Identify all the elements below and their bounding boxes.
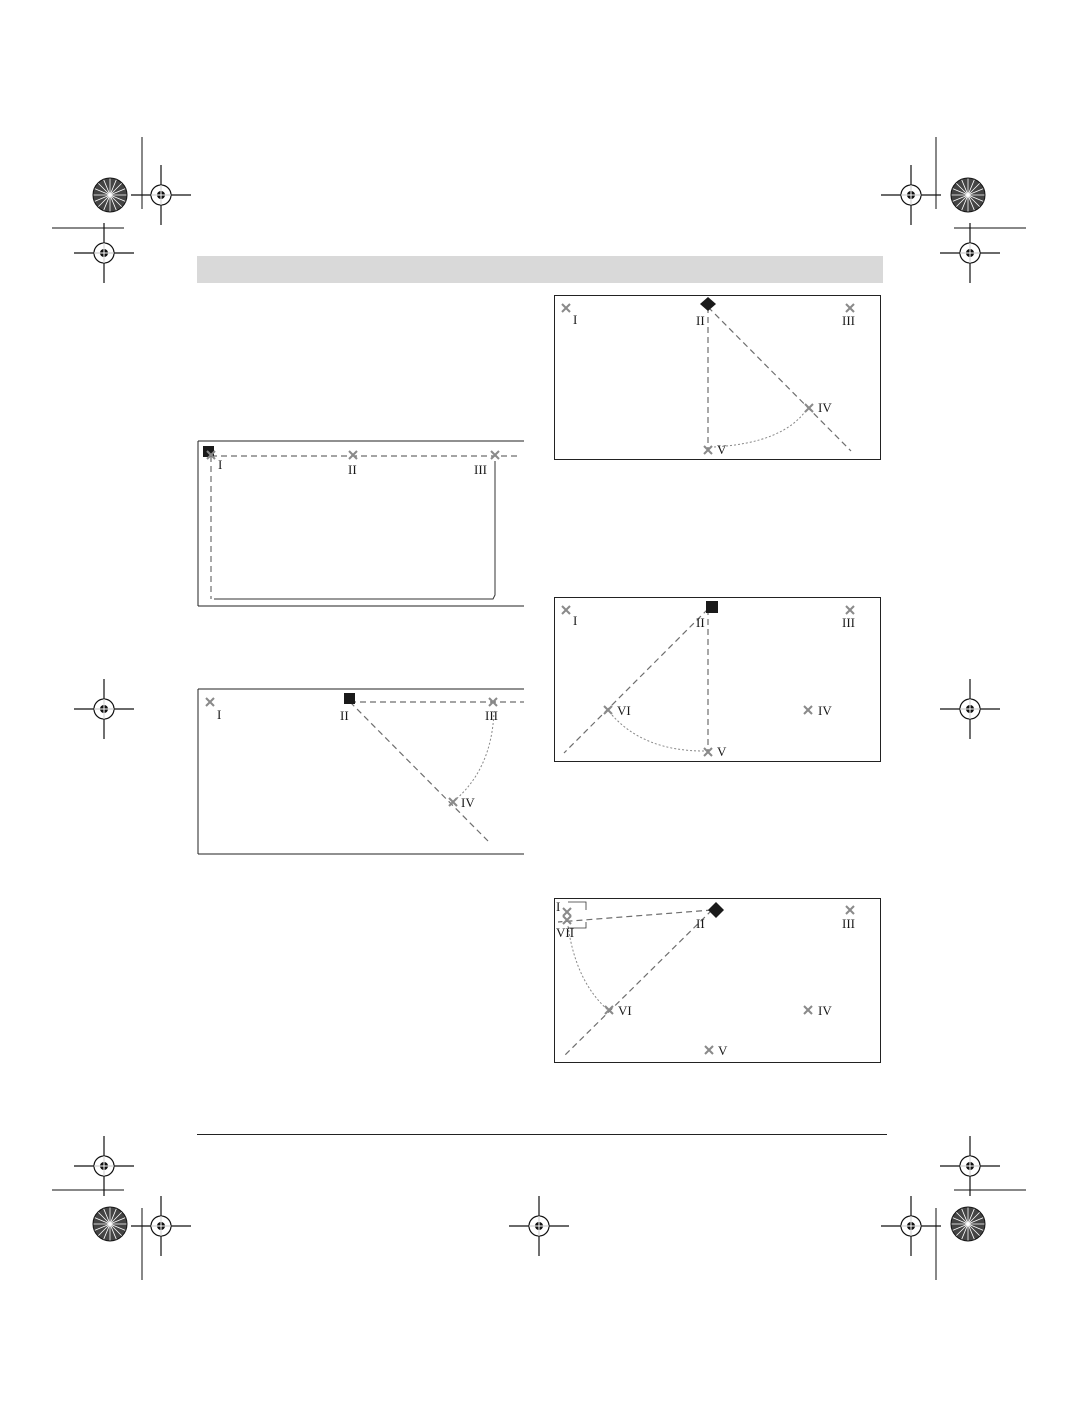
starburst-mark-top-right <box>950 177 986 213</box>
laser-line-diagonal <box>349 701 489 842</box>
point-label-II: II <box>340 708 349 723</box>
point-label-IV: IV <box>818 703 832 718</box>
point-label-V: V <box>717 442 727 457</box>
marker-cross-icon <box>703 747 713 757</box>
point-label-V: V <box>718 1043 728 1058</box>
crosshair-mark-bottom-left <box>130 1195 192 1257</box>
diagram-fig1: I II III <box>197 440 526 607</box>
point-label-IV: IV <box>818 1003 832 1018</box>
diagram-fig5: I VII II III IV V VI <box>554 898 882 1064</box>
point-label-II: II <box>696 916 705 931</box>
marker-cross-icon <box>845 303 855 313</box>
marker-cross-icon <box>803 705 813 715</box>
crosshair-mark-top-left <box>130 164 192 226</box>
laser-square-icon <box>344 693 355 704</box>
point-label-IV: IV <box>461 795 475 810</box>
crosshair-mark-bottom-center <box>508 1195 570 1257</box>
laser-diamond-icon <box>708 902 724 918</box>
diagram-fig2: I II III IV <box>197 688 526 855</box>
offset-bracket <box>568 922 587 929</box>
point-label-III: III <box>474 462 487 477</box>
marker-cross-icon <box>448 797 458 807</box>
marker-cross-icon <box>603 705 613 715</box>
marker-cross-icon <box>488 697 498 707</box>
point-label-I: I <box>217 707 221 722</box>
marker-cross-icon <box>490 450 500 460</box>
point-label-IV: IV <box>818 400 832 415</box>
point-label-I: I <box>218 457 222 472</box>
marker-cross-icon <box>803 1005 813 1015</box>
marker-cross-icon <box>703 445 713 455</box>
offset-bracket <box>568 901 587 910</box>
marker-cross-icon <box>562 915 572 925</box>
point-label-III: III <box>842 313 855 328</box>
point-label-VI: VI <box>617 703 631 718</box>
point-label-I: I <box>556 899 560 914</box>
marker-cross-icon <box>205 697 215 707</box>
point-label-II: II <box>696 313 705 328</box>
marker-cross-icon <box>704 1045 714 1055</box>
crosshair-mark-left-upper <box>73 222 135 284</box>
arc-guide <box>453 710 495 802</box>
crosshair-mark-right-upper <box>939 222 1001 284</box>
laser-line-horizontal <box>557 909 713 923</box>
point-label-I: I <box>573 613 577 628</box>
reference-line <box>214 461 496 600</box>
point-label-VI: VI <box>618 1003 632 1018</box>
header-band <box>197 256 883 283</box>
laser-line-diagonal <box>707 306 852 452</box>
point-label-III: III <box>842 615 855 630</box>
crosshair-mark-top-right <box>880 164 942 226</box>
point-label-II: II <box>696 615 705 630</box>
marker-cross-icon <box>845 905 855 915</box>
laser-line-diagonal <box>563 909 713 1057</box>
marker-cross-icon <box>845 605 855 615</box>
point-label-VII: VII <box>556 925 574 940</box>
laser-square-icon <box>706 601 718 613</box>
starburst-mark-bottom-right <box>950 1206 986 1242</box>
footer-rule <box>197 1134 887 1135</box>
point-label-V: V <box>717 744 727 759</box>
marker-cross-icon <box>562 907 572 917</box>
diagram-fig3: I II III IV V <box>554 295 882 461</box>
marker-cross-icon <box>604 1005 614 1015</box>
starburst-mark-bottom-left <box>92 1206 128 1242</box>
arc-guide <box>611 714 705 752</box>
crosshair-mark-left-middle <box>73 678 135 740</box>
crosshair-mark-left-lower <box>73 1135 135 1197</box>
marker-cross-icon <box>561 303 571 313</box>
marker-cross-icon <box>348 450 358 460</box>
point-label-II: II <box>348 462 357 477</box>
crosshair-mark-right-middle <box>939 678 1001 740</box>
laser-line-diagonal <box>563 608 709 754</box>
point-label-III: III <box>485 708 498 723</box>
point-label-III: III <box>842 916 855 931</box>
laser-diamond-icon <box>700 297 716 311</box>
crosshair-mark-right-lower <box>939 1135 1001 1197</box>
marker-cross-icon <box>561 605 571 615</box>
marker-cross-icon <box>206 450 216 460</box>
point-label-I: I <box>573 312 577 327</box>
diagram-fig4: I II III IV V VI <box>554 597 882 763</box>
arc-guide <box>713 408 808 448</box>
marker-cross-icon <box>804 403 814 413</box>
crosshair-mark-bottom-right <box>880 1195 942 1257</box>
starburst-mark-top-left <box>92 177 128 213</box>
